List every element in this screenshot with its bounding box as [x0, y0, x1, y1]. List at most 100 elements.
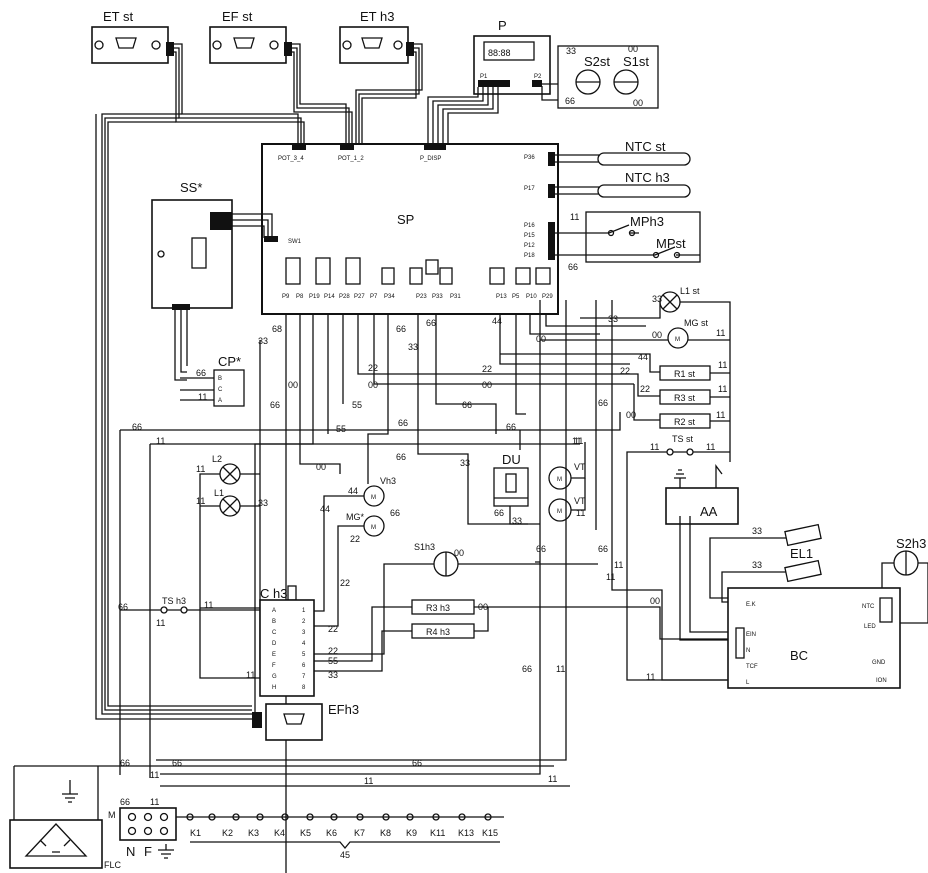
label-mgst: MG st — [684, 318, 708, 328]
label-du: DU — [502, 452, 521, 467]
component-mph3-mpst: MPh3 MPst 11 — [555, 211, 701, 263]
svg-text:P29: P29 — [542, 294, 553, 300]
svg-text:11: 11 — [204, 600, 213, 610]
svg-text:11: 11 — [548, 774, 557, 784]
svg-text:B: B — [272, 619, 276, 625]
svg-text:M: M — [557, 477, 562, 483]
svg-text:66: 66 — [270, 400, 280, 410]
label-tsh3: TS h3 — [162, 596, 186, 606]
svg-text:G: G — [272, 674, 277, 680]
svg-text:00: 00 — [454, 548, 464, 558]
svg-text:66: 66 — [536, 544, 546, 554]
svg-text:33: 33 — [512, 516, 522, 526]
svg-text:11: 11 — [364, 776, 373, 786]
label-p: P — [498, 18, 507, 33]
label-tsst: TS st — [672, 434, 694, 444]
label-n: N — [126, 844, 135, 859]
svg-text:66: 66 — [494, 508, 504, 518]
bus-label: 45 — [340, 850, 350, 860]
svg-text:33: 33 — [608, 314, 618, 324]
svg-text:M: M — [371, 495, 376, 501]
label-f: F — [144, 844, 152, 859]
svg-text:11: 11 — [650, 442, 659, 452]
svg-text:NTC: NTC — [862, 604, 875, 610]
label-ch3: C h3 — [260, 586, 287, 601]
component-ts-st: TS st 11 11 — [626, 434, 730, 681]
component-s2st-s1st: S2st S1st 33 00 66 00 — [541, 44, 659, 109]
component-mg-st: MG st M 00 11 — [540, 318, 730, 349]
svg-text:11: 11 — [156, 436, 165, 446]
label-s1h3: S1h3 — [414, 542, 435, 552]
svg-text:33: 33 — [408, 342, 418, 352]
label-flc: FLC — [104, 860, 122, 870]
svg-text:GND: GND — [872, 660, 886, 666]
svg-text:33: 33 — [566, 46, 576, 56]
svg-text:ION: ION — [876, 678, 887, 684]
svg-text:7: 7 — [302, 674, 306, 680]
svg-text:P10: P10 — [526, 294, 537, 300]
component-ntc-h3: NTC h3 — [555, 170, 691, 198]
component-bc: BC E.K EIN N TCF L NTC LED GND ION — [727, 587, 901, 689]
svg-text:33: 33 — [258, 498, 268, 508]
label-p1: P1 — [480, 74, 488, 80]
svg-text:K4: K4 — [274, 828, 285, 838]
svg-text:LED: LED — [864, 624, 876, 630]
svg-text:P33: P33 — [432, 294, 443, 300]
svg-text:A: A — [218, 398, 222, 404]
svg-text:66: 66 — [396, 324, 406, 334]
svg-text:66: 66 — [598, 544, 608, 554]
svg-text:66: 66 — [462, 400, 472, 410]
svg-text:P14: P14 — [324, 294, 335, 300]
svg-text:P7: P7 — [370, 294, 378, 300]
component-r3h3: R3 h3 00 — [314, 599, 728, 662]
svg-text:P36: P36 — [524, 155, 535, 161]
label-ntc-h3: NTC h3 — [625, 170, 670, 185]
svg-text:M: M — [108, 810, 116, 820]
svg-text:66: 66 — [506, 422, 516, 432]
label-mph3: MPh3 — [630, 214, 664, 229]
svg-text:33: 33 — [258, 336, 268, 346]
svg-text:22: 22 — [350, 534, 360, 544]
svg-text:N: N — [746, 648, 750, 654]
component-ef-st: EF st — [209, 9, 292, 64]
svg-text:H: H — [272, 685, 276, 691]
svg-text:K8: K8 — [380, 828, 391, 838]
component-ch3: C h3 A B C D E F G H 1 2 3 4 5 6 7 8 11 … — [200, 578, 350, 697]
svg-text:11: 11 — [716, 410, 725, 420]
label-l1: L1 — [214, 488, 224, 498]
label-et-st: ET st — [103, 9, 133, 24]
component-r3-st: R3 st 22 22 11 — [548, 366, 730, 405]
label-r3h3: R3 h3 — [426, 603, 450, 613]
component-s1h3: S1h3 00 — [314, 542, 598, 655]
svg-text:11: 11 — [198, 392, 207, 402]
label-efh3: EFh3 — [328, 702, 359, 717]
svg-text:00: 00 — [650, 596, 660, 606]
svg-text:A: A — [272, 608, 276, 614]
svg-text:P18: P18 — [524, 253, 535, 259]
svg-text:00: 00 — [536, 334, 546, 344]
label-mpst: MPst — [656, 236, 686, 251]
label-cp: CP* — [218, 354, 241, 369]
svg-text:P8: P8 — [296, 294, 304, 300]
svg-text:11: 11 — [150, 770, 159, 780]
label-r2st: R2 st — [674, 417, 696, 427]
component-mg: M MG* 66 22 — [314, 508, 400, 627]
svg-text:C: C — [218, 387, 223, 393]
component-p-display: P 88:88 P1 P2 — [427, 18, 551, 147]
component-aa: AA — [665, 464, 739, 641]
svg-text:00: 00 — [652, 330, 662, 340]
svg-text:66: 66 — [120, 758, 130, 768]
svg-text:66: 66 — [568, 262, 578, 272]
svg-text:K13: K13 — [458, 828, 474, 838]
svg-text:00: 00 — [633, 98, 643, 108]
component-efh3: EFh3 — [252, 702, 359, 741]
label-r3st: R3 st — [674, 393, 696, 403]
component-flc: FLC — [9, 766, 122, 870]
svg-text:66: 66 — [396, 452, 406, 462]
svg-text:66: 66 — [412, 758, 422, 768]
svg-text:66: 66 — [426, 318, 436, 328]
label-ss: SS* — [180, 180, 202, 195]
svg-text:11: 11 — [614, 560, 623, 570]
svg-text:66: 66 — [565, 96, 575, 106]
svg-text:K9: K9 — [406, 828, 417, 838]
